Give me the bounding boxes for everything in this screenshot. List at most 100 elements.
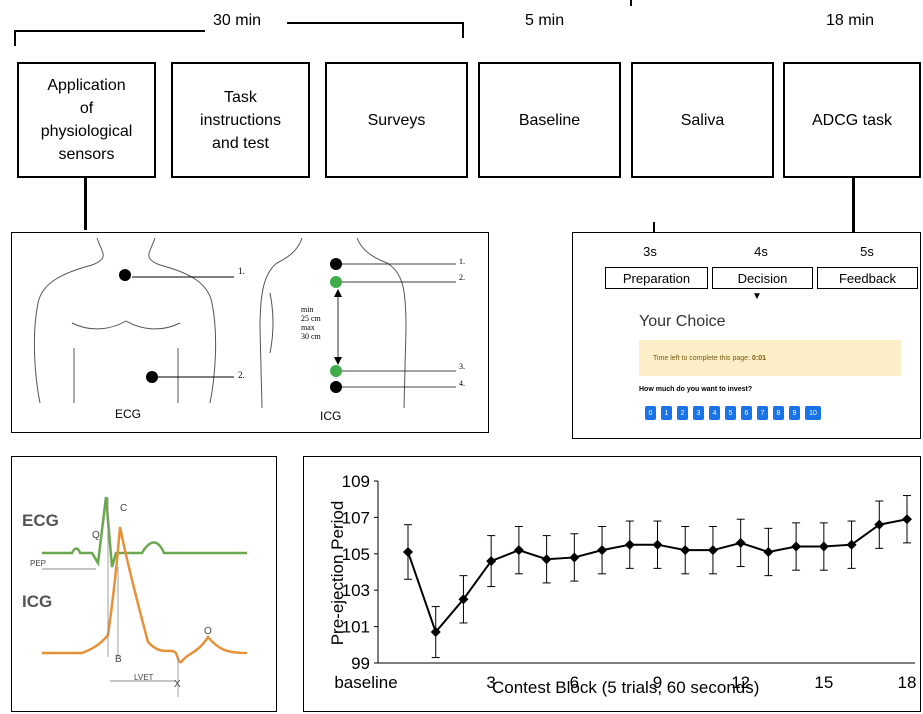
- step-line: of: [79, 100, 94, 117]
- phase-time-decision: 4s: [754, 244, 768, 259]
- step-line: instructions: [200, 111, 281, 129]
- chart-x-tick-label: 3: [486, 673, 495, 692]
- waveform-drawing: [42, 496, 248, 697]
- electrode-distance-label: min 25 cm max 30 cm: [301, 305, 321, 341]
- icg-marker-1: 1.: [459, 257, 465, 266]
- time-left-value: 0:01: [751, 354, 766, 362]
- lvet-label: LVET: [134, 673, 154, 682]
- chart-x-tick-label: 12: [731, 673, 750, 692]
- chart-data-point: [597, 545, 608, 556]
- chart-y-tick-label: 103: [342, 581, 370, 600]
- step-line: physiological: [40, 123, 133, 140]
- chart-data-point: [541, 554, 552, 565]
- phase-decision: Decision: [712, 267, 813, 289]
- chart-x-tick-label: 18: [898, 673, 917, 692]
- step-saliva: Saliva: [631, 62, 774, 178]
- chart-data-point: [735, 537, 746, 548]
- ecg-marker-2: 2.: [238, 370, 245, 380]
- chart-data-point: [624, 539, 635, 550]
- connector-adcg: [852, 178, 855, 233]
- step-task-instructions: Task instructions and test: [171, 62, 310, 178]
- chart-y-tick-label: 101: [342, 618, 370, 637]
- phase-time-feedback: 5s: [860, 244, 874, 259]
- chart-y-tick-label: 99: [351, 654, 370, 673]
- step-surveys: Surveys: [325, 62, 468, 178]
- icg-caption: ICG: [320, 409, 342, 423]
- chart-y-tick-label: 107: [342, 508, 370, 527]
- chart-x-tick-label: baseline: [334, 673, 397, 692]
- step-line: and test: [212, 134, 269, 152]
- waveform-panel: ECG ICG Q C B X O PEP LVET: [11, 456, 277, 712]
- chart-x-axis-label: Contest Block (5 trials, 60 seconds): [492, 678, 760, 697]
- invest-option-3[interactable]: 3: [693, 406, 704, 420]
- invest-option-0[interactable]: 0: [645, 406, 656, 420]
- distance-text: 30 cm: [301, 332, 321, 341]
- step-line: Baseline: [518, 111, 581, 129]
- chart-data-point: [652, 539, 663, 550]
- chart-data-point: [680, 545, 691, 556]
- ecg-marker-1: 1.: [238, 266, 245, 276]
- sensor-placement-panel: 1. 2. 1. 2. 3. 4. min 25 cm max 30 cm EC…: [11, 232, 489, 433]
- step-line: Surveys: [367, 111, 426, 129]
- connector-sensors: [84, 178, 87, 230]
- time-left-alert: Time left to complete this page: 0:01: [639, 340, 901, 376]
- point-o: O: [204, 626, 212, 637]
- chart-x-tick-label: 6: [570, 673, 579, 692]
- timeline-marker: [630, 0, 632, 6]
- ecg-caption: ECG: [115, 407, 142, 421]
- waveform-ecg-label: ECG: [22, 511, 59, 530]
- chart-data-point: [569, 552, 580, 563]
- chart-x-tick-label: 9: [653, 673, 662, 692]
- point-b: B: [115, 654, 122, 665]
- duration-18min: 18 min: [826, 12, 875, 29]
- invest-option-1[interactable]: 1: [661, 406, 672, 420]
- phase-feedback: Feedback: [817, 267, 918, 289]
- invest-option-10[interactable]: 10: [805, 406, 821, 420]
- icg-marker-2: 2.: [459, 273, 465, 282]
- distance-text: 25 cm: [301, 314, 321, 323]
- phase-preparation: Preparation: [605, 267, 708, 289]
- invest-option-4[interactable]: 4: [709, 406, 720, 420]
- timeline-bracket-right: [287, 22, 464, 24]
- sensor-placement-drawing: [33, 237, 456, 409]
- invest-option-8[interactable]: 8: [773, 406, 784, 420]
- chart-data-point: [430, 627, 441, 638]
- duration-5min: 5 min: [525, 12, 565, 29]
- waveform-icg-label: ICG: [22, 592, 53, 611]
- connector-saliva-tick: [653, 222, 655, 233]
- icg-marker-4: 4.: [459, 379, 465, 388]
- step-line: Saliva: [680, 111, 725, 129]
- duration-30min: 30 min: [213, 12, 262, 29]
- your-choice-title: Your Choice: [639, 313, 726, 330]
- invest-option-9[interactable]: 9: [789, 406, 800, 420]
- chart-y-axis-label: Pre-ejection Period: [328, 500, 347, 646]
- timeline-bracket-left-tick: [14, 30, 16, 46]
- point-x: X: [174, 679, 181, 690]
- invest-option-5[interactable]: 5: [725, 406, 736, 420]
- step-line: sensors: [58, 146, 115, 163]
- chart-data-point: [513, 545, 524, 556]
- chart-data-point: [763, 546, 774, 557]
- adcg-task-panel: 3s 4s 5s Preparation Decision Feedback ▼…: [572, 232, 921, 439]
- step-line: Task: [224, 88, 257, 106]
- invest-option-2[interactable]: 2: [677, 406, 688, 420]
- step-line: Application: [47, 77, 126, 94]
- icg-marker-3: 3.: [459, 362, 465, 371]
- chart-data-point: [874, 519, 885, 530]
- chart-data-point: [818, 541, 829, 552]
- invest-question: How much do you want to invest?: [639, 386, 753, 393]
- distance-text: max: [301, 323, 315, 332]
- step-application-sensors: Application of physiological sensors: [17, 62, 156, 178]
- chart-data-point: [486, 556, 497, 567]
- step-baseline: Baseline: [478, 62, 621, 178]
- invest-option-7[interactable]: 7: [757, 406, 768, 420]
- chart-y-tick-label: 109: [342, 472, 370, 491]
- invest-option-6[interactable]: 6: [741, 406, 752, 420]
- timeline-bracket-right-tick: [462, 22, 464, 38]
- phase-time-preparation: 3s: [643, 244, 657, 259]
- decision-arrow-icon: ▼: [752, 291, 762, 302]
- point-c: C: [120, 503, 128, 514]
- timeline-bracket-left: [14, 30, 205, 32]
